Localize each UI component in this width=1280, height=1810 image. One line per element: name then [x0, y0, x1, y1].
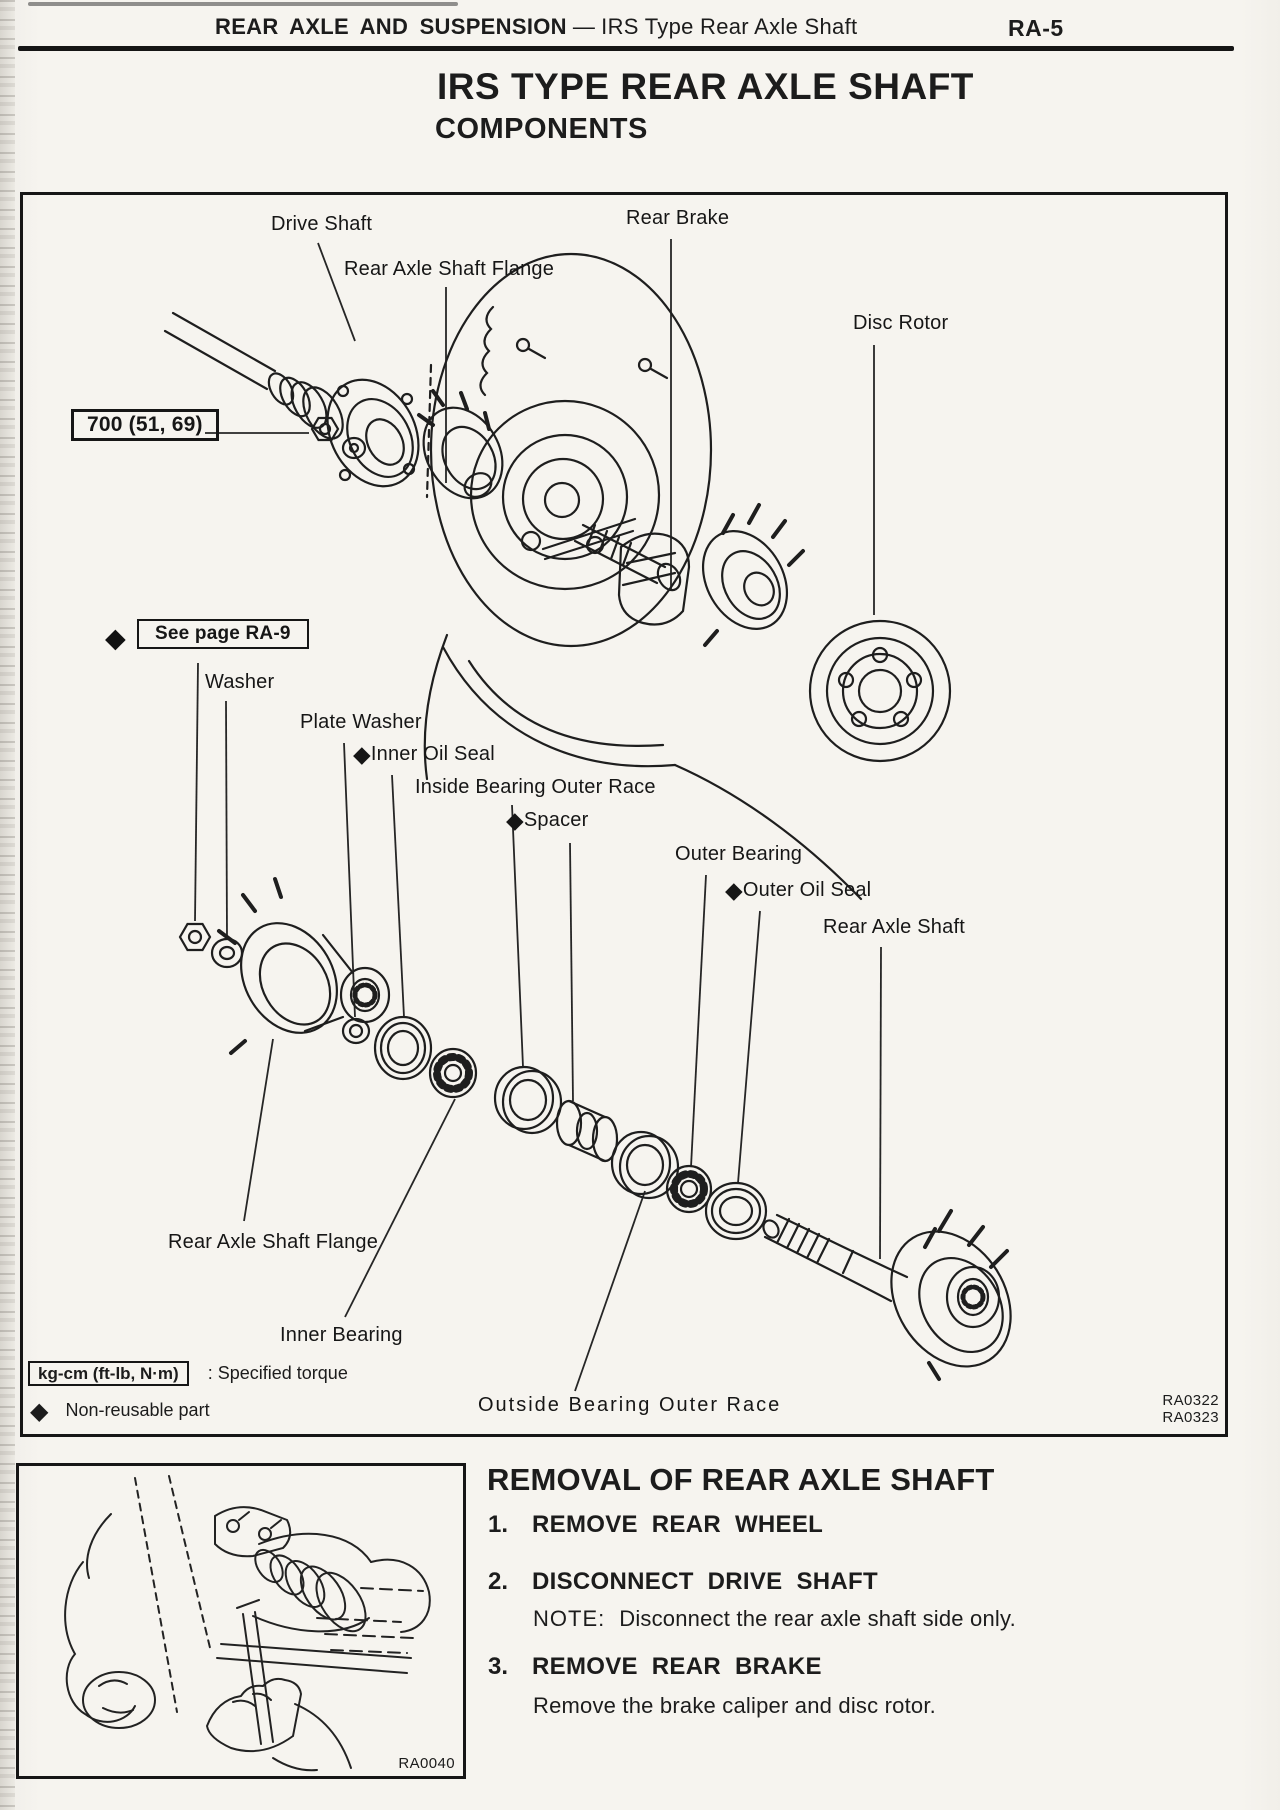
page-number: RA-5 — [1008, 15, 1064, 41]
legend-torque: kg-cm (ft-lb, N·m) : Specified torque — [28, 1361, 348, 1386]
label-outside-bearing-outer-race: Outside Bearing Outer Race — [478, 1394, 782, 1416]
header-subsection: IRS Type Rear Axle Shaft — [601, 14, 858, 39]
disc-rotor-drawing — [808, 619, 952, 763]
scan-edge-artifact — [0, 0, 15, 1810]
label-rear-axle-shaft-flange-bottom: Rear Axle Shaft Flange — [168, 1231, 379, 1253]
rear-brake-drawing — [423, 252, 863, 901]
rear-axle-shaft-drawing — [762, 1209, 1012, 1381]
label-outer-oil-seal: ◆Outer Oil Seal — [725, 877, 872, 903]
label-rear-axle-shaft-flange-top: Rear Axle Shaft Flange — [344, 258, 555, 280]
step-number: 2. — [488, 1568, 509, 1595]
torque-spec-box: 700 (51, 69) — [71, 409, 219, 441]
nonreusable-diamond-icon: ◆ — [105, 623, 126, 653]
leader-lines — [194, 239, 882, 1392]
label-inner-oil-seal: ◆Inner Oil Seal — [353, 741, 495, 767]
label-outer-bearing: Outer Bearing — [675, 843, 803, 865]
label-rear-brake: Rear Brake — [626, 207, 730, 229]
figure-codes: RA0322 RA0323 — [1162, 1392, 1219, 1426]
figure-code: RA0040 — [398, 1755, 455, 1772]
nonreusable-diamond-icon: ◆ — [506, 807, 524, 833]
see-page-box: See page RA-9 — [137, 619, 309, 649]
axle-flange-top-drawing — [417, 389, 504, 500]
label-washer: Washer — [205, 671, 275, 693]
note-text: Disconnect the rear axle shaft side only… — [619, 1606, 1016, 1631]
step-title: REMOVE REAR BRAKE — [532, 1653, 822, 1680]
step-title: REMOVE REAR WHEEL — [532, 1511, 824, 1538]
drive-shaft-disconnect-drawing — [64, 1475, 431, 1772]
label-rear-axle-shaft: Rear Axle Shaft — [823, 916, 965, 938]
header-section: REAR AXLE AND SUSPENSION — [215, 14, 567, 39]
label-plate-washer: Plate Washer — [300, 711, 422, 733]
header-rule — [18, 46, 1234, 51]
procedure-illustration: RA0040 — [16, 1463, 466, 1779]
exploded-view-drawing — [163, 239, 1012, 1392]
step-number: 3. — [488, 1653, 509, 1680]
nonreusable-diamond-icon: ◆ — [353, 741, 371, 767]
step-note: NOTE: Disconnect the rear axle shaft side… — [533, 1606, 1016, 1632]
note-label: NOTE: — [533, 1606, 606, 1631]
step-title: DISCONNECT DRIVE SHAFT — [532, 1568, 878, 1595]
label-spacer: ◆Spacer — [506, 807, 589, 833]
nonreusable-diamond-icon: ◆ — [30, 1398, 49, 1425]
label-drive-shaft: Drive Shaft — [271, 213, 373, 235]
running-header: REAR AXLE AND SUSPENSION—IRS Type Rear A… — [215, 14, 857, 40]
stub-axle-hub-drawing — [573, 503, 805, 647]
figure-code: RA0322 — [1162, 1392, 1219, 1409]
legend-nonreusable: ◆ Non-reusable part — [30, 1397, 210, 1426]
label-disc-rotor: Disc Rotor — [853, 312, 949, 334]
figure-code: RA0323 — [1162, 1409, 1219, 1426]
procedure-heading: REMOVAL OF REAR AXLE SHAFT — [487, 1462, 995, 1497]
section-subtitle: COMPONENTS — [435, 113, 648, 145]
scan-artifact — [28, 2, 458, 6]
nonreusable-text: Non-reusable part — [65, 1400, 210, 1420]
components-diagram: Drive Shaft Rear Axle Shaft Flange Rear … — [20, 192, 1228, 1437]
exploded-parts-row-drawing — [178, 877, 768, 1241]
torque-unit-box: kg-cm (ft-lb, N·m) — [28, 1361, 189, 1386]
step-note: Remove the brake caliper and disc rotor. — [533, 1693, 936, 1718]
drive-shaft-drawing — [163, 311, 433, 499]
label-inner-bearing: Inner Bearing — [280, 1324, 403, 1346]
label-inside-bearing-outer-race: Inside Bearing Outer Race — [415, 776, 656, 798]
nonreusable-diamond-icon: ◆ — [725, 877, 743, 903]
step-number: 1. — [488, 1511, 509, 1538]
torque-meaning: : Specified torque — [207, 1363, 348, 1383]
header-separator: — — [572, 14, 596, 39]
page-title: IRS TYPE REAR AXLE SHAFT — [437, 66, 974, 107]
